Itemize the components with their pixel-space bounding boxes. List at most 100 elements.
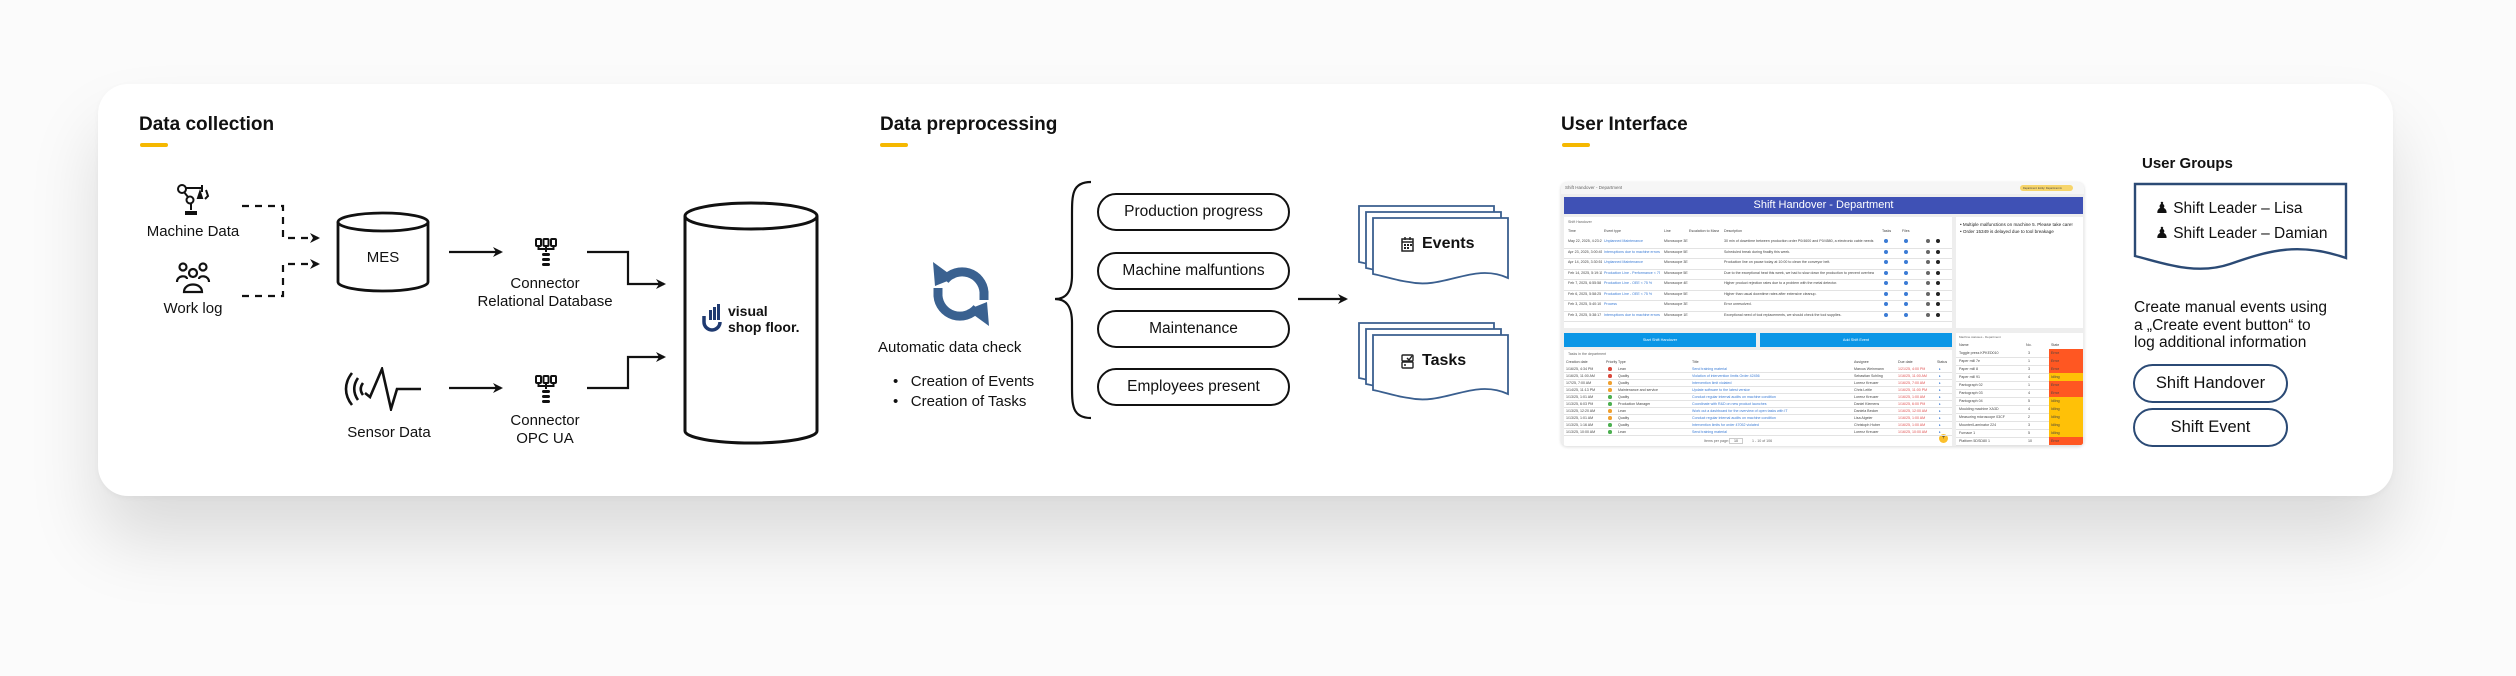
handover-row[interactable] [1564, 291, 1952, 301]
task-row[interactable] [1564, 415, 1952, 422]
machine-row [1956, 404, 2083, 406]
items-per-page-select[interactable]: 10 [1729, 438, 1743, 444]
handover-row[interactable] [1564, 301, 1952, 312]
status-flag-icon[interactable]: ▸ [1939, 402, 1941, 406]
file-icon[interactable] [1904, 302, 1908, 306]
task-title-link[interactable]: Conduct regular internal audits on machi… [1692, 395, 1776, 399]
shift-handover-button[interactable]: Shift Handover [2133, 364, 2288, 403]
task-row[interactable] [1564, 366, 1952, 373]
description-line: log additional information [2134, 334, 2307, 351]
task-icon[interactable] [1884, 260, 1888, 264]
edit-icon[interactable] [1936, 239, 1940, 243]
event-type-link[interactable]: Interruptions due to machine errors / wa… [1604, 249, 1660, 254]
priority-indicator [1608, 416, 1612, 420]
shift-event-button[interactable]: Shift Event [2133, 408, 2288, 447]
status-flag-icon[interactable]: ▸ [1939, 409, 1941, 413]
status-flag-icon[interactable]: ▸ [1939, 367, 1941, 371]
event-type-link[interactable]: Process [1604, 302, 1617, 306]
handover-row[interactable] [1564, 259, 1952, 270]
file-icon[interactable] [1904, 270, 1908, 275]
file-icon[interactable] [1904, 239, 1908, 243]
event-type-link[interactable]: Production Line - OEE < 75 % [1604, 291, 1653, 296]
priority-indicator [1608, 402, 1612, 406]
settings-icon[interactable] [1926, 249, 1930, 254]
event-type-link[interactable]: Unplanned Maintenance [1604, 260, 1643, 264]
task-icon[interactable] [1884, 312, 1888, 317]
task-icon[interactable] [1884, 302, 1888, 306]
start-shift-handover-button[interactable]: Start Shift Handover [1564, 333, 1756, 347]
handover-row[interactable] [1564, 238, 1952, 249]
settings-icon[interactable] [1926, 239, 1930, 243]
task-icon[interactable] [1884, 281, 1888, 285]
event-type-link[interactable]: Production Line - OEE < 75 % [1604, 281, 1653, 285]
edit-icon[interactable] [1936, 270, 1940, 275]
task-date: 1/13/25, 6:03 PM [1566, 402, 1594, 406]
settings-icon[interactable] [1926, 281, 1930, 285]
task-title-link[interactable]: Intervention limits for order 47052 viol… [1692, 423, 1759, 427]
connector-opcua-label-1: Connector [510, 412, 580, 429]
event-type-link[interactable]: Unplanned Maintenance [1604, 239, 1643, 243]
settings-icon[interactable] [1926, 312, 1930, 317]
edit-icon[interactable] [1936, 281, 1940, 285]
machine-state: Error [2051, 383, 2059, 387]
edit-icon[interactable] [1936, 302, 1940, 306]
task-title-link[interactable]: Coordinate with R&D on new product launc… [1692, 402, 1767, 406]
edit-icon[interactable] [1936, 260, 1940, 264]
task-title-link[interactable]: Send training material [1692, 367, 1727, 371]
task-icon[interactable] [1884, 239, 1888, 243]
status-flag-icon[interactable]: ▸ [1939, 395, 1941, 399]
event-time: Feb 3, 2025, 5:40:10 AM [1568, 302, 1602, 306]
add-shift-event-button[interactable]: Add Shift Event [1760, 333, 1952, 347]
shift-handover-app-screenshot: Shift Handover - Department Department: … [1561, 182, 2084, 446]
task-icon[interactable] [1884, 270, 1888, 275]
task-icon[interactable] [1884, 249, 1888, 254]
task-row[interactable] [1564, 373, 1952, 380]
settings-icon[interactable] [1926, 270, 1930, 275]
file-icon[interactable] [1904, 249, 1908, 254]
task-title-link[interactable]: Send training material [1692, 430, 1727, 434]
handover-row[interactable] [1564, 249, 1952, 259]
task-row[interactable] [1564, 380, 1952, 387]
status-flag-icon[interactable]: ▸ [1939, 423, 1941, 427]
task-title-link[interactable]: Conduct regular internal audits on machi… [1692, 416, 1776, 420]
app-window-title: Shift Handover - Department [1565, 185, 1623, 190]
event-type-link[interactable]: Interruptions due to machine errors / wa… [1604, 312, 1660, 317]
event-type-link[interactable]: Production Line - Performance < 75 % [1604, 270, 1660, 275]
status-flag-icon[interactable]: ▸ [1939, 416, 1941, 420]
task-title-link[interactable]: Intervention limit violated [1692, 381, 1732, 385]
settings-icon[interactable] [1926, 302, 1930, 306]
task-row[interactable] [1564, 422, 1952, 429]
status-flag-icon[interactable]: ▸ [1939, 381, 1941, 385]
status-flag-icon[interactable]: ▸ [1939, 374, 1941, 378]
handover-row[interactable] [1564, 280, 1952, 291]
task-row[interactable] [1564, 401, 1952, 408]
handover-row[interactable] [1564, 270, 1952, 280]
file-icon[interactable] [1904, 312, 1908, 317]
settings-icon[interactable] [1926, 291, 1930, 296]
task-assignee: Chris Leitle [1854, 388, 1872, 392]
status-flag-icon[interactable]: ▸ [1939, 430, 1941, 434]
edit-icon[interactable] [1936, 291, 1940, 296]
task-title-link[interactable]: Work out a dashboard for the overview of… [1692, 409, 1788, 413]
settings-icon[interactable] [1926, 260, 1930, 264]
priority-indicator [1608, 423, 1612, 427]
status-flag-icon[interactable]: ▸ [1939, 388, 1941, 392]
machine-row [1956, 372, 2083, 374]
task-row[interactable] [1564, 394, 1952, 401]
task-title-link[interactable]: Update software to the latest version [1692, 388, 1751, 392]
event-line: Microscope 5E, #1 [1664, 249, 1688, 254]
task-row[interactable] [1564, 429, 1952, 436]
task-title-link[interactable]: Violation of intervention limits Order 4… [1692, 374, 1760, 378]
department-badge[interactable]: Department: Entity: Department A [2020, 185, 2073, 191]
file-icon[interactable] [1904, 281, 1908, 285]
task-icon[interactable] [1884, 291, 1888, 296]
edit-icon[interactable] [1936, 249, 1940, 254]
edit-icon[interactable] [1936, 312, 1940, 317]
file-icon[interactable] [1904, 291, 1908, 296]
add-task-fab[interactable]: + [1939, 434, 1948, 443]
file-icon[interactable] [1904, 260, 1908, 264]
task-row[interactable] [1564, 408, 1952, 415]
task-row[interactable] [1564, 387, 1952, 394]
event-description: Exceptional need of tool replacements, w… [1724, 312, 1842, 317]
handover-row[interactable] [1564, 312, 1952, 322]
